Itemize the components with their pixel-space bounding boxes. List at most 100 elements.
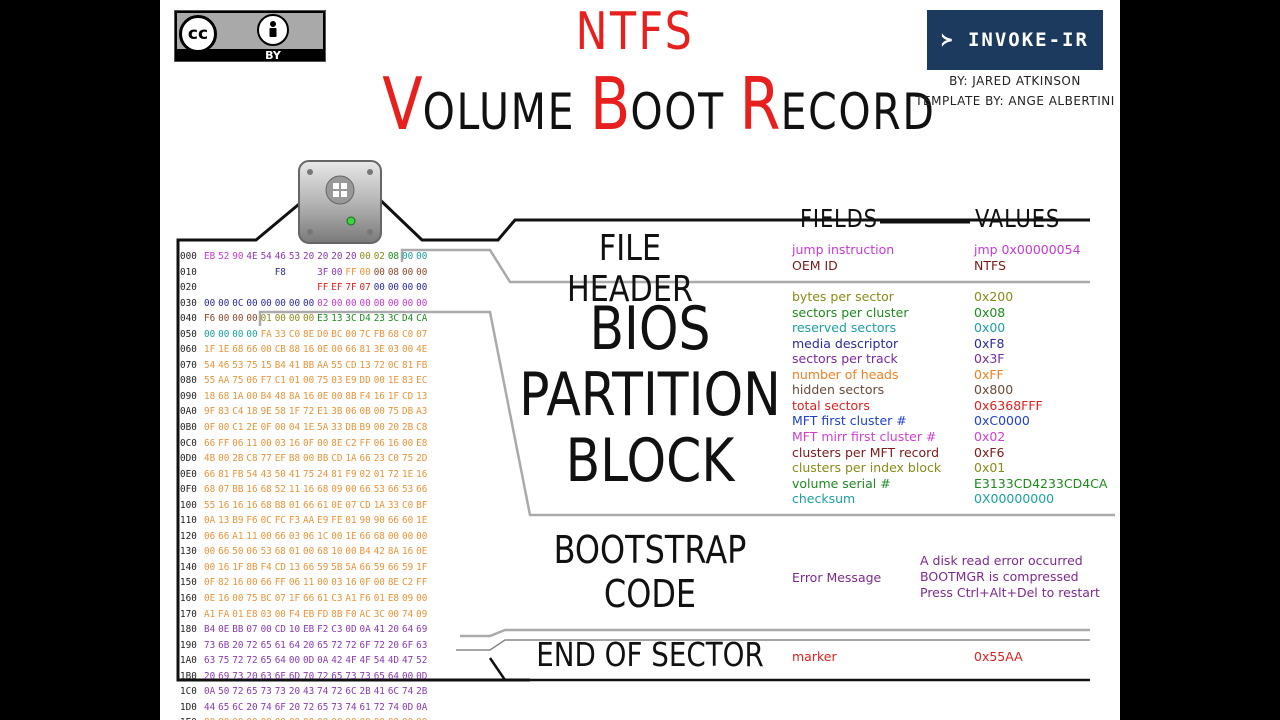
hex-byte: 66 xyxy=(345,344,357,356)
hex-byte: 72 xyxy=(345,639,357,651)
hex-byte: 00 xyxy=(401,670,414,682)
hex-byte: 6C xyxy=(232,701,244,713)
hex-byte: 00 xyxy=(416,593,428,605)
hex-byte: 00 xyxy=(331,266,343,278)
field-name: Error Message xyxy=(792,570,882,585)
hex-byte: 1E xyxy=(302,422,315,434)
field-name: reserved sectors xyxy=(792,320,897,335)
hex-byte: 68 xyxy=(274,546,286,558)
title-letter: B xyxy=(589,62,631,146)
hex-byte: 00 xyxy=(401,344,414,356)
hex-byte: 18 xyxy=(246,406,258,418)
hex-byte: 75 xyxy=(401,453,414,465)
hex-byte: F6 xyxy=(246,515,258,527)
hex-byte: 00 xyxy=(416,266,428,278)
hex-byte: 43 xyxy=(260,468,272,480)
hex-byte: 33 xyxy=(274,328,286,340)
hex-byte: 00 xyxy=(373,282,385,294)
logo-text: INVOKE-IR xyxy=(967,29,1089,51)
field-name: checksum xyxy=(792,491,856,506)
hex-byte: 23 xyxy=(373,313,385,325)
hex-byte: 00 xyxy=(204,546,216,558)
hex-byte: 00 xyxy=(261,715,275,720)
hex-byte: 00 xyxy=(204,328,216,340)
hex-byte: 01 xyxy=(373,593,385,605)
hex-byte: E8 xyxy=(387,593,400,605)
hex-offset: 0D0 xyxy=(180,453,197,465)
hex-byte: 58 xyxy=(274,406,286,418)
section-bios-partition-block: BIOS PARTITION BLOCK xyxy=(516,296,785,494)
hex-byte: 00 xyxy=(416,251,428,262)
hex-byte: 00 xyxy=(218,313,230,325)
hex-byte: 65 xyxy=(373,670,385,682)
hex-byte: 63 xyxy=(260,670,272,682)
hex-byte: 72 xyxy=(246,639,258,651)
hex-byte: DB xyxy=(345,422,357,434)
hex-byte: A1 xyxy=(232,530,244,542)
hex-byte: 1F xyxy=(232,561,244,573)
hex-byte: 66 xyxy=(387,515,400,527)
hex-byte: 0D xyxy=(416,670,428,682)
hex-byte: 23 xyxy=(373,453,385,465)
hex-byte: 64 xyxy=(387,670,400,682)
hex-byte: 03 xyxy=(387,344,400,356)
hex-byte: 1A xyxy=(345,453,357,465)
hex-byte: 07 xyxy=(345,499,357,511)
hex-byte: 0C xyxy=(232,297,244,309)
hex-byte: 16 xyxy=(218,499,230,511)
fields-column-header: FIELDS xyxy=(800,204,878,233)
hex-byte: AA xyxy=(317,359,329,371)
hex-byte: BC xyxy=(331,328,343,340)
hex-byte: 66 xyxy=(387,484,400,496)
hex-byte: 59 xyxy=(373,561,385,573)
hex-byte: 06 xyxy=(246,375,258,387)
title-word-rest: OLUME xyxy=(422,83,590,141)
hex-byte: FF xyxy=(359,437,371,449)
hex-byte: 4F xyxy=(345,655,357,667)
hex-byte: 16 xyxy=(232,499,244,511)
hex-byte: 01 xyxy=(373,468,385,480)
hex-byte: 4E xyxy=(416,344,428,356)
hex-byte: 6F xyxy=(274,701,286,713)
hex-byte: 00 xyxy=(288,655,301,667)
hex-row: 1E000000000000000000000000000000000 xyxy=(180,715,444,720)
hex-offset: 1E0 xyxy=(180,715,204,720)
hex-byte: 2D xyxy=(416,453,428,465)
hex-byte: 20 xyxy=(246,701,258,713)
hex-offset: 1A0 xyxy=(180,655,197,667)
hex-byte: 16 xyxy=(246,499,258,511)
hex-byte: 0D xyxy=(302,655,315,667)
hex-byte: 07 xyxy=(246,624,258,636)
hex-byte: 65 xyxy=(317,701,329,713)
hex-byte: 2B xyxy=(416,686,428,698)
hex-byte: 83 xyxy=(401,375,414,387)
hex-byte: FE xyxy=(331,515,343,527)
hex-byte: C1 xyxy=(232,422,244,434)
hex-offset: 010 xyxy=(180,266,197,278)
hex-byte: 00 xyxy=(302,453,315,465)
hex-byte: 10 xyxy=(331,546,343,558)
hex-byte: C2 xyxy=(401,577,414,589)
hex-byte: 75 xyxy=(218,655,230,667)
field-value: 0x00 xyxy=(974,320,1006,335)
error-message-line: A disk read error occurred xyxy=(920,553,1083,568)
hex-byte: CD xyxy=(401,390,414,402)
hex-byte: 66 xyxy=(302,561,315,573)
hex-byte: C0 xyxy=(288,328,301,340)
hex-byte: 72 xyxy=(373,639,385,651)
hex-byte: 03 xyxy=(288,530,301,542)
hex-byte: 6F xyxy=(359,639,371,651)
hex-byte: 00 xyxy=(317,437,329,449)
field-name: jump instruction xyxy=(792,242,895,257)
hex-byte: 00 xyxy=(360,715,374,720)
hex-byte: 00 xyxy=(204,297,216,309)
hex-byte: 74 xyxy=(401,608,414,620)
hex-byte: 46 xyxy=(274,251,286,262)
hex-byte: 00 xyxy=(387,608,400,620)
hex-byte: 00 xyxy=(373,577,385,589)
hex-byte: 65 xyxy=(260,655,272,667)
hex-byte: 41 xyxy=(288,359,301,371)
